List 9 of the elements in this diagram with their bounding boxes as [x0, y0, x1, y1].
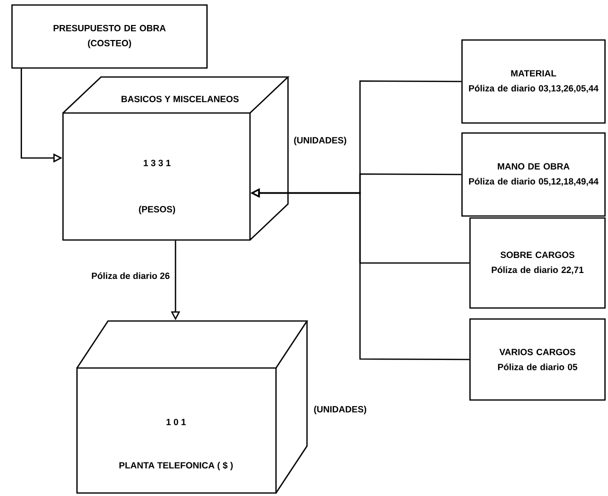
side-label: (UNIDADES)	[314, 406, 366, 414]
face-label: BASICOS Y MISCELANEOS	[122, 96, 239, 102]
edge-label: Póliza de diario 26	[90, 271, 171, 280]
account-box: PRESUPUESTO DE OBRA (COSTEO)	[11, 4, 208, 69]
account-box: MATERIAL Póliza de diario 03,13,26,05,44	[461, 39, 606, 124]
side-label: (UNIDADES)	[294, 136, 346, 146]
account-box: SOBRE CARGOS Póliza de diario 22,71	[469, 217, 606, 309]
account-box: VARIOS CARGOS Póliza de diario 05	[469, 318, 606, 401]
account-box: MANO DE OBRA Póliza de diario 05,12,18,49,44	[461, 132, 606, 217]
